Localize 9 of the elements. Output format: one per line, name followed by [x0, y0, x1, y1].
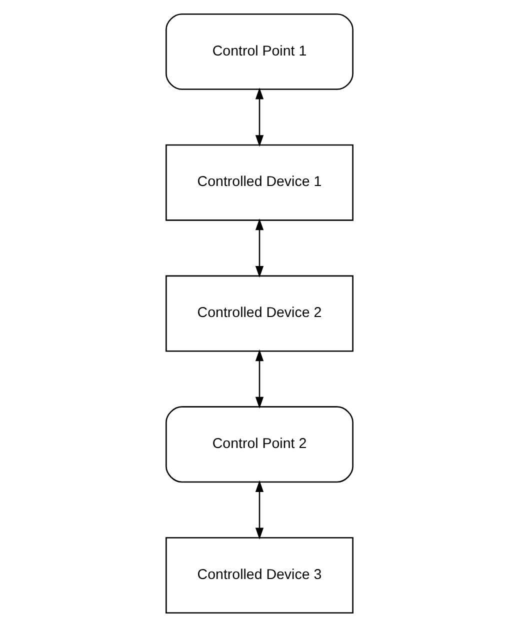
- node-box: Controlled Device 2: [165, 275, 353, 352]
- arrow: [254, 218, 264, 278]
- node-box: Controlled Device 3: [165, 537, 353, 614]
- arrow: [254, 349, 264, 409]
- arrow: [254, 88, 264, 147]
- arrow: [254, 480, 264, 540]
- node-box: Controlled Device 1: [165, 144, 353, 221]
- node-box: Control Point 2: [165, 406, 353, 483]
- node-box: Control Point 1: [165, 13, 353, 90]
